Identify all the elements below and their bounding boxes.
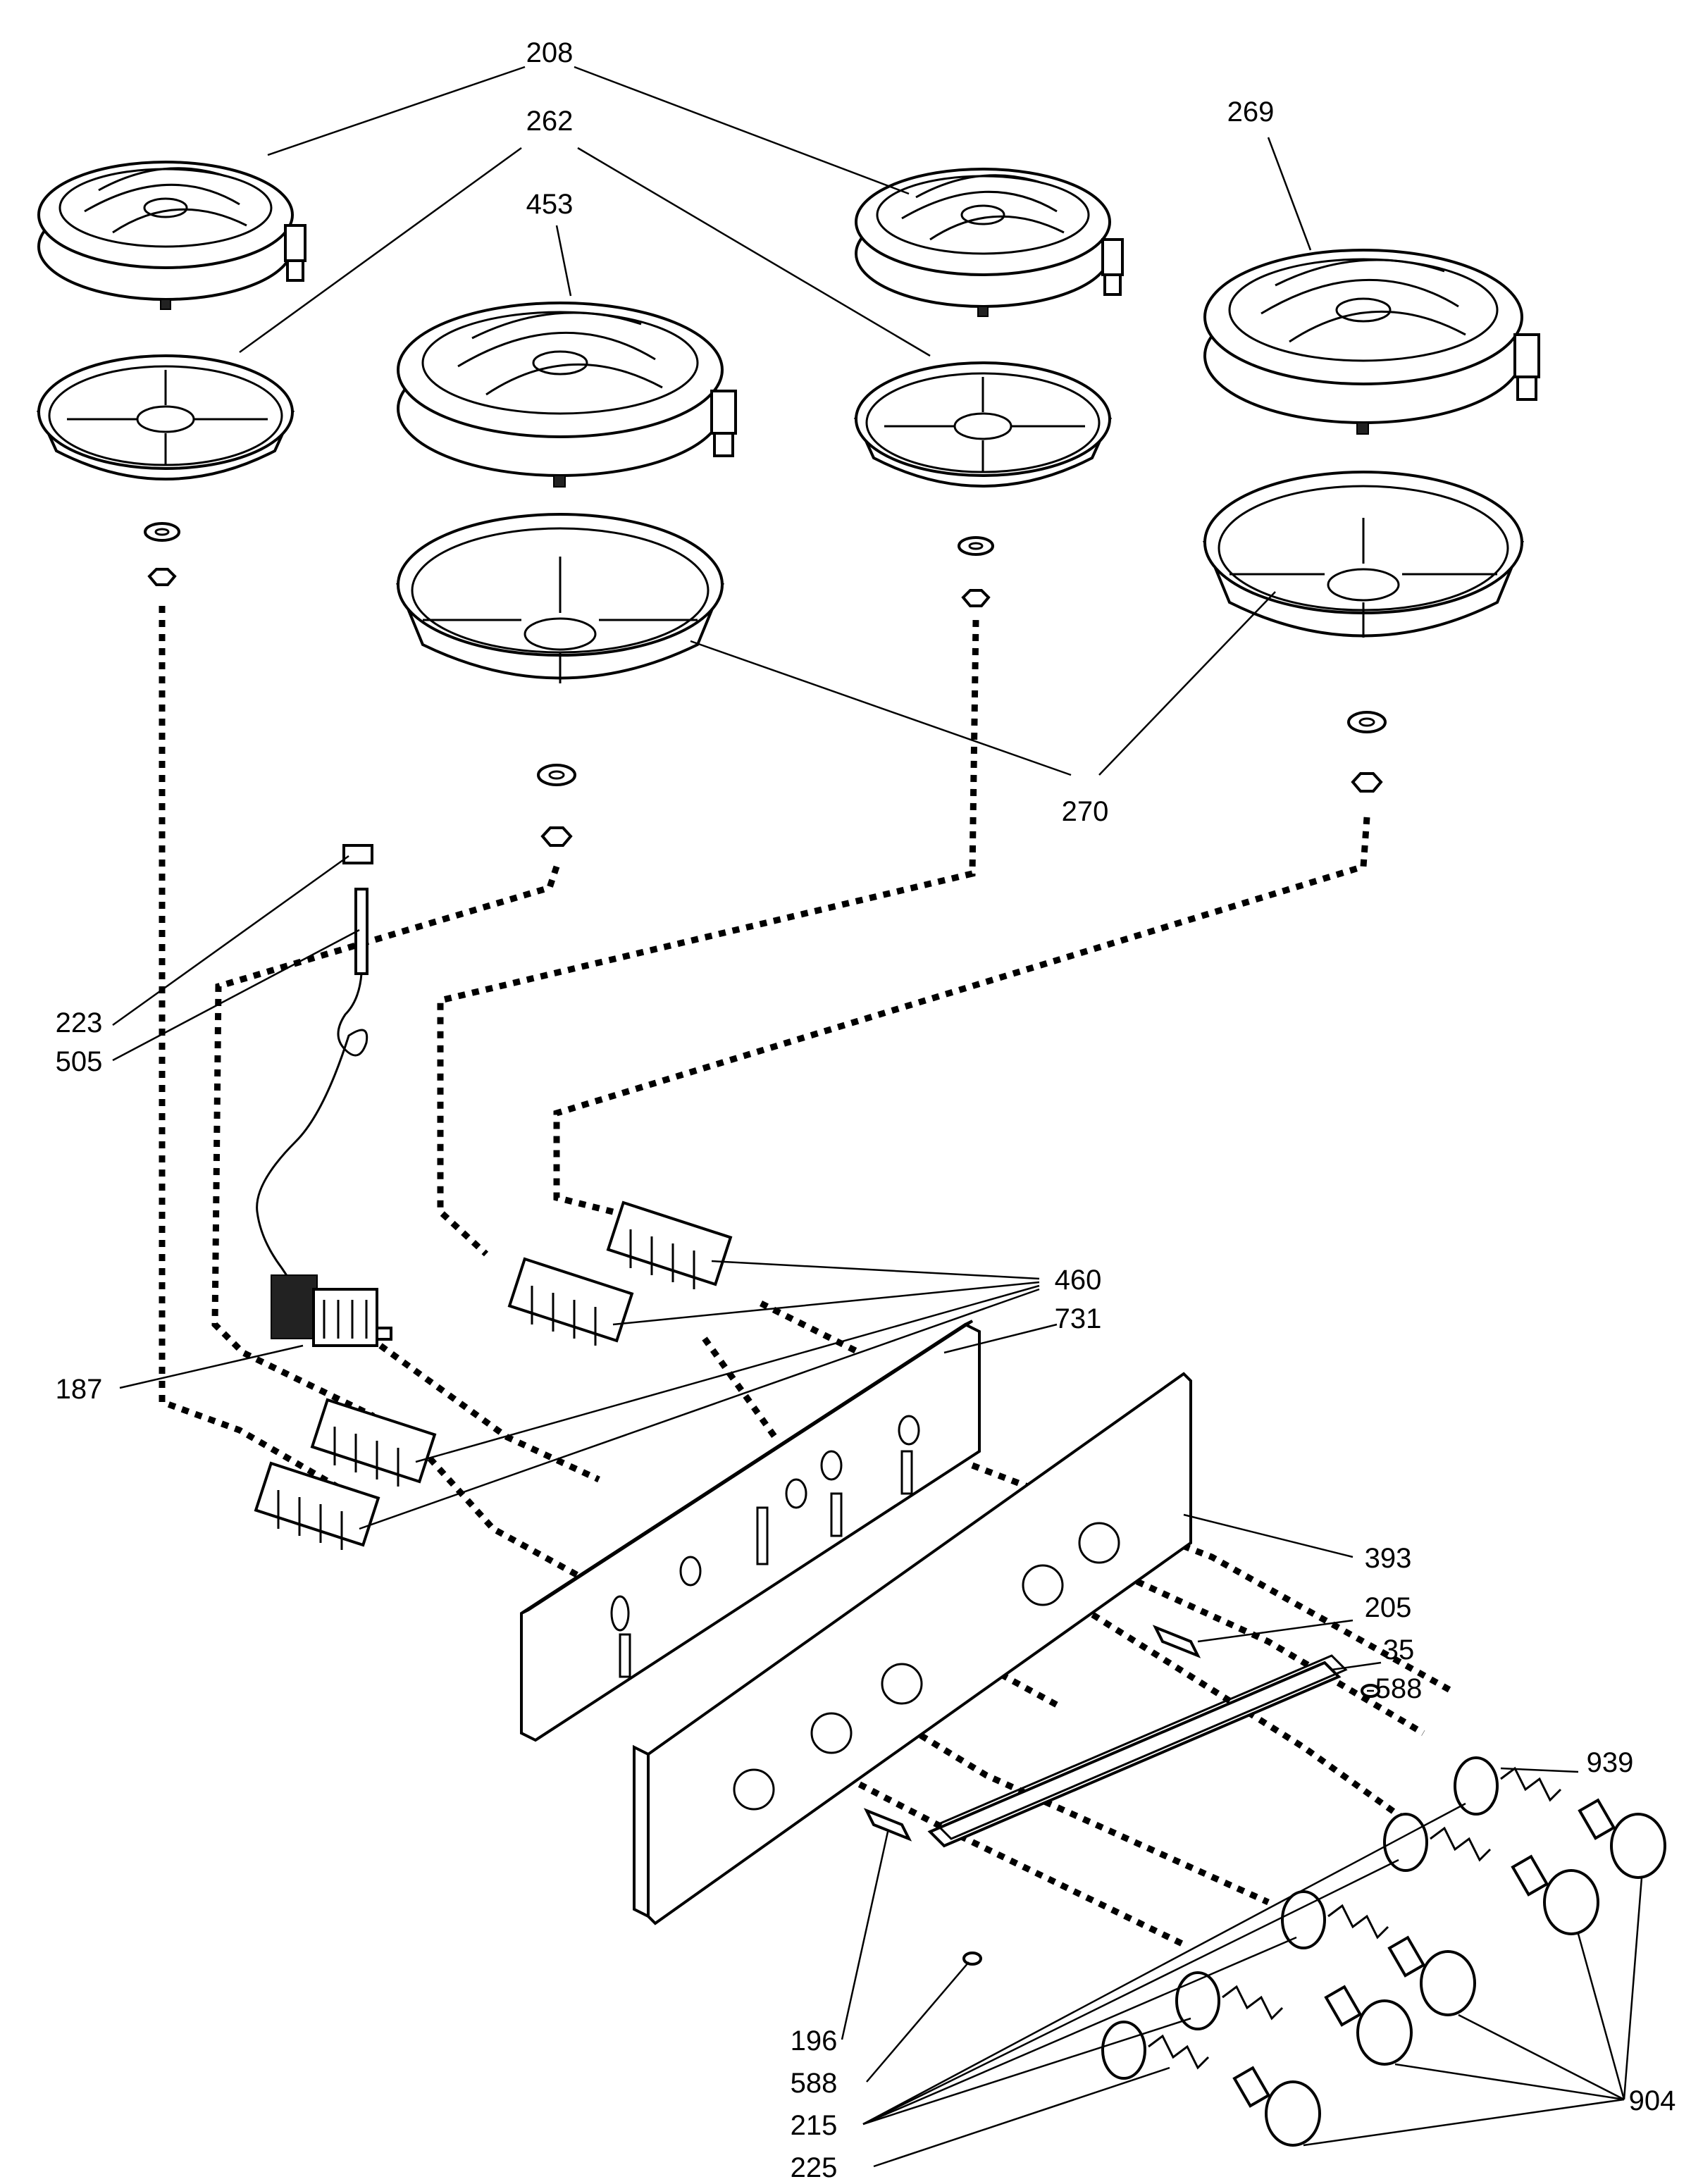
leader-lines	[112, 66, 1643, 2168]
label-588-upper: 588	[1375, 1673, 1423, 1704]
label-588-lower: 588	[791, 2068, 838, 2099]
label-731: 731	[1055, 1303, 1102, 1334]
label-205: 205	[1365, 1592, 1412, 1623]
shaft-205	[1152, 1625, 1201, 1658]
hotplate-208-right	[855, 168, 1124, 317]
label-453: 453	[526, 189, 574, 220]
label-393: 393	[1365, 1543, 1412, 1574]
hotplate-269	[1203, 249, 1540, 435]
hotplate-453	[397, 302, 737, 488]
switch-460-b	[507, 1257, 634, 1346]
label-904: 904	[1629, 2085, 1676, 2116]
drip-pan-270-right	[1203, 471, 1524, 638]
switch-460-a	[606, 1200, 733, 1289]
sleeves-215-and-springs	[1101, 1756, 1562, 2080]
control-knobs-904	[1232, 1798, 1666, 2147]
control-panel-393	[633, 1372, 1192, 1925]
label-196: 196	[791, 2025, 838, 2056]
label-270: 270	[1062, 796, 1109, 827]
label-208: 208	[526, 37, 574, 68]
trim-strip-35	[927, 1654, 1348, 1848]
label-269: 269	[1227, 97, 1275, 128]
switch-460-d	[254, 1461, 380, 1550]
label-505: 505	[56, 1046, 103, 1077]
label-262: 262	[526, 106, 574, 137]
hotplate-208-left	[37, 161, 306, 310]
label-215: 215	[791, 2110, 838, 2141]
label-35: 35	[1383, 1634, 1415, 1665]
thermostat-bulb-and-capillary	[256, 844, 373, 1290]
label-460: 460	[1055, 1265, 1102, 1296]
shaft-196	[863, 1808, 912, 1842]
label-223: 223	[56, 1007, 103, 1038]
label-187: 187	[56, 1374, 103, 1405]
drip-pan-262-left	[36, 354, 295, 480]
drip-pan-262-right	[853, 361, 1113, 488]
energy-regulator-187	[271, 1274, 392, 1347]
part-labels: 208 262 453 269 270 223 505 187 460 731 …	[56, 37, 1676, 2183]
support-panel-731	[520, 1320, 981, 1742]
label-939: 939	[1587, 1747, 1634, 1778]
switch-460-c	[310, 1398, 437, 1487]
washers-and-nuts	[144, 522, 1387, 847]
label-225: 225	[791, 2152, 838, 2183]
drip-pan-270-center	[396, 513, 724, 683]
